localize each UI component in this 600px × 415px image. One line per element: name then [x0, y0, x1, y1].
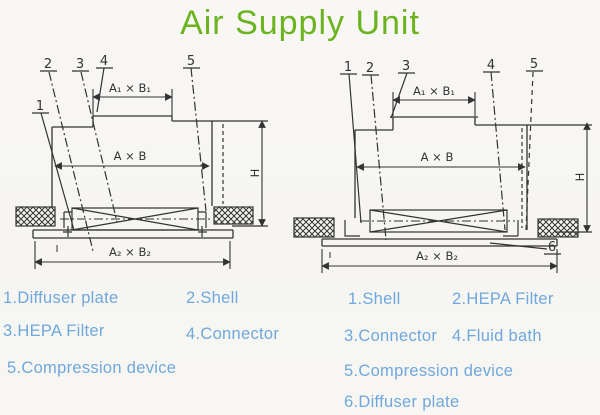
legend-left-item-4: 4.Connector — [186, 325, 280, 343]
dim-label-body: A × B — [114, 149, 147, 163]
diffuser-plate — [321, 238, 558, 247]
callout-2: 2 — [44, 57, 52, 72]
legend-right-item-6: 6.Diffuser plate — [344, 393, 460, 411]
callout-leaders — [32, 67, 207, 252]
dim-label-height: H — [248, 169, 262, 178]
legend-right-item-4: 4.Fluid bath — [452, 327, 542, 345]
fluid-bath-channels — [344, 220, 519, 237]
dim-label-height: H — [573, 173, 587, 182]
callout-5: 5 — [187, 55, 195, 69]
callout-5: 5 — [530, 57, 538, 72]
page-title: Air Supply Unit — [180, 4, 420, 42]
ceiling-hatch-right — [537, 218, 579, 238]
callout-1: 1 — [344, 60, 352, 75]
dim-label-body: A × B — [421, 150, 454, 164]
left-unit-drawing: A₁ × B₁ A × B A₂ × B₂ H 1 2 3 4 5 — [15, 55, 268, 269]
callout-6: 6 — [548, 240, 556, 255]
legend-left-item-1: 1.Diffuser plate — [3, 289, 119, 307]
legend-right-item-3: 3.Connector — [344, 327, 438, 345]
legend-right-item-1: 1.Shell — [348, 290, 401, 308]
dimension-lines — [321, 92, 591, 273]
callout-4: 4 — [100, 55, 108, 69]
ceiling-hatch-left — [15, 206, 56, 227]
legend-left-item-2: 2.Shell — [186, 289, 239, 307]
dim-label-bottom: A₂ × B₂ — [109, 245, 151, 259]
legend-right-item-5: 5.Compression device — [344, 362, 514, 380]
callout-leaders — [340, 70, 561, 255]
callout-2: 2 — [366, 61, 374, 76]
dim-label-top: A₁ × B₁ — [413, 84, 455, 98]
callout-4: 4 — [487, 58, 495, 73]
legend-left-item-3: 3.HEPA Filter — [3, 322, 105, 340]
callout-1: 1 — [36, 99, 44, 114]
dim-label-top: A₁ × B₁ — [109, 81, 151, 95]
ceiling-hatch-blocks — [15, 206, 254, 227]
right-unit-drawing: A₁ × B₁ A × B A₂ × B₂ H 1 2 3 4 5 6 — [293, 57, 592, 273]
legend-left-item-5: 5.Compression device — [7, 359, 177, 377]
callout-3: 3 — [76, 57, 84, 72]
hepa-filter-box — [369, 209, 508, 233]
compression-device-brackets — [63, 211, 207, 237]
legend-right-item-2: 2.HEPA Filter — [452, 290, 554, 308]
ceiling-hatch-left — [293, 217, 335, 238]
ceiling-hatch-blocks — [293, 217, 579, 238]
dimension-lines — [34, 89, 266, 269]
ceiling-hatch-right — [213, 206, 254, 225]
dim-label-bottom: A₂ × B₂ — [416, 249, 458, 263]
diffuser-plate — [32, 229, 234, 239]
callout-3: 3 — [402, 59, 410, 74]
